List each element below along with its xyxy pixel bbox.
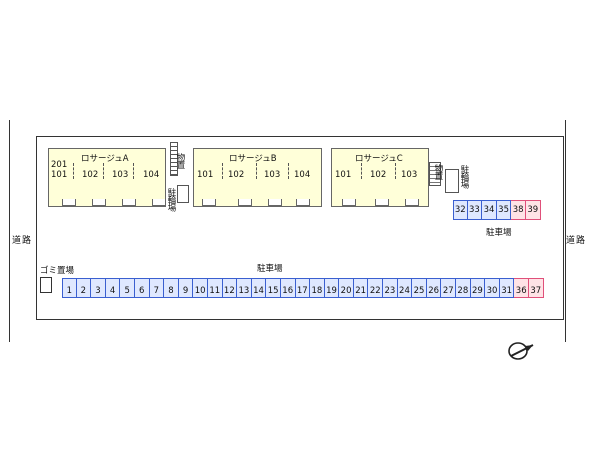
unit-label: 101 [197, 170, 214, 180]
parking-space: 4 [105, 278, 121, 298]
parking-label-main: 駐車場 [257, 264, 283, 274]
building-a-notch [152, 199, 166, 206]
parking-space: 22 [368, 278, 384, 298]
building-b-notch [202, 199, 216, 206]
bike-parking-shape [445, 169, 459, 193]
parking-space-highlighted: 39 [525, 200, 541, 220]
building-c-notch [405, 199, 419, 206]
unit-divider [73, 163, 74, 179]
parking-space: 12 [222, 278, 238, 298]
unit-label: 103 [112, 170, 129, 180]
bike-parking-label: 駐輪場 [166, 188, 176, 211]
parking-space: 7 [149, 278, 165, 298]
parking-space: 31 [499, 278, 515, 298]
unit-label: 201 [51, 160, 68, 170]
parking-space: 3 [91, 278, 106, 298]
parking-space: 28 [456, 278, 471, 298]
unit-divider [256, 163, 257, 179]
building-a-notch [92, 199, 106, 206]
parking-space: 23 [383, 278, 398, 298]
unit-divider [288, 163, 289, 179]
garbage-label: ゴミ置場 [40, 266, 75, 276]
parking-space: 6 [134, 278, 150, 298]
left-road-line [9, 120, 10, 342]
parking-space: 20 [339, 278, 354, 298]
right-road-label: 道路 [566, 236, 587, 246]
unit-divider [361, 163, 362, 179]
parking-space: 15 [266, 278, 281, 298]
parking-space: 30 [485, 278, 500, 298]
parking-space-highlighted: 38 [511, 200, 526, 220]
parking-space: 14 [251, 278, 267, 298]
bike-parking-shape [177, 185, 189, 203]
parking-space: 1 [62, 278, 77, 298]
left-road-label: 道路 [12, 236, 33, 246]
storage-label: 物置 [175, 153, 185, 168]
parking-space: 13 [237, 278, 252, 298]
building-b-notch [296, 199, 310, 206]
garbage-shape [40, 277, 52, 293]
bike-parking-label: 駐輪場 [459, 165, 469, 188]
parking-space: 19 [324, 278, 340, 298]
parking-space: 16 [280, 278, 296, 298]
parking-space: 9 [178, 278, 194, 298]
parking-space: 26 [426, 278, 442, 298]
parking-space: 29 [470, 278, 486, 298]
unit-label: 102 [370, 170, 387, 180]
parking-space: 11 [207, 278, 223, 298]
parking-space: 17 [295, 278, 311, 298]
unit-label: 103 [264, 170, 281, 180]
storage-label: 物置 [433, 164, 443, 179]
parking-space: 27 [441, 278, 457, 298]
parking-label-small: 駐車場 [486, 228, 512, 238]
building-b-notch [238, 199, 252, 206]
building-b-name: ロサージュB [228, 152, 278, 164]
parking-space: 18 [310, 278, 325, 298]
unit-divider [222, 163, 223, 179]
parking-space-highlighted: 37 [529, 278, 544, 298]
parking-space: 24 [397, 278, 413, 298]
unit-divider [103, 163, 104, 179]
unit-label: 101 [335, 170, 352, 180]
building-a-name: ロサージュA [80, 152, 130, 164]
parking-space: 32 [453, 200, 468, 220]
unit-label: 102 [82, 170, 99, 180]
parking-space: 34 [482, 200, 497, 220]
compass-icon [508, 342, 534, 360]
unit-label: 102 [228, 170, 245, 180]
parking-space: 5 [120, 278, 135, 298]
unit-divider [395, 163, 396, 179]
unit-label: 103 [401, 170, 418, 180]
storage-shape [429, 162, 441, 186]
parking-space: 25 [412, 278, 427, 298]
parking-space: 21 [353, 278, 369, 298]
parking-row-small: 32 33 34 35 38 39 [453, 200, 541, 220]
parking-space: 35 [496, 200, 512, 220]
parking-space: 8 [164, 278, 179, 298]
parking-space-highlighted: 36 [514, 278, 529, 298]
building-c-name: ロサージュC [354, 152, 404, 164]
unit-label: 104 [143, 170, 160, 180]
building-c-notch [375, 199, 389, 206]
building-a-notch [62, 199, 76, 206]
right-road-line [565, 120, 566, 342]
unit-divider [133, 163, 134, 179]
parking-space: 33 [467, 200, 483, 220]
unit-label: 104 [294, 170, 311, 180]
building-c-notch [342, 199, 356, 206]
parking-space: 10 [193, 278, 208, 298]
unit-label: 101 [51, 170, 68, 180]
building-b-notch [268, 199, 282, 206]
building-a-notch [122, 199, 136, 206]
parking-space: 2 [76, 278, 92, 298]
stairs-icon [170, 142, 178, 176]
